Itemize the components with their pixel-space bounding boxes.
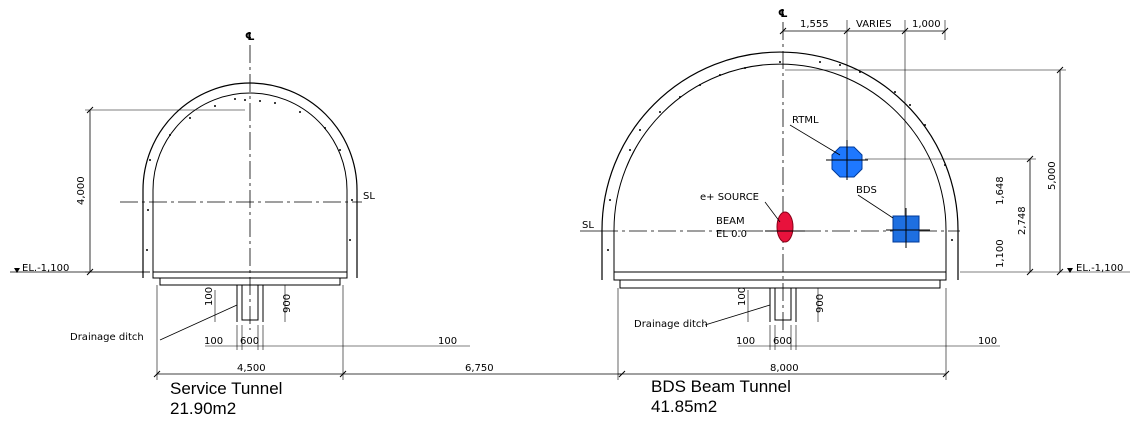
bds-caption-area: 41.85m2 [651,397,717,416]
bds-dim-varies: VARIES [856,19,892,30]
bds-width-dim: 8,000 [770,363,799,374]
bds-dim-5000: 5,000 [1047,161,1058,190]
bds-label: BDS [856,185,877,196]
spacing-dim: 6,750 [465,363,494,374]
service-centerline: ℄ [245,30,255,43]
service-drain-900: 900 [282,294,293,313]
bds-dim-1100: 1,100 [995,239,1006,268]
bds-caption-name: BDS Beam Tunnel [651,377,791,396]
bds-dim-1648: 1,648 [995,176,1006,205]
label-leaders [764,124,894,223]
bds-pipe [886,208,930,248]
bds-elevation: EL.-1,100 [1076,263,1123,274]
bds-drain-600: 600 [773,336,792,347]
bds-drain-100v: 100 [737,287,748,306]
service-drain-600: 600 [240,336,259,347]
service-elevation: EL.-1,100 [22,263,69,274]
service-caption-area: 21.90m2 [170,399,236,418]
bds-dim-1555: 1,555 [800,19,829,30]
rtml-pipe [826,140,868,180]
service-drain-100-left: 100 [204,336,223,347]
esource-label: e+ SOURCE [700,192,759,203]
beam-label: BEAM [716,216,745,227]
bds-sl-label: SL [582,220,594,231]
bds-drain-100-left: 100 [736,336,755,347]
service-drain-100v: 100 [204,287,215,306]
bds-drain-900: 900 [815,294,826,313]
service-drainage-label: Drainage ditch [70,332,144,343]
service-width-dim: 4,500 [237,363,266,374]
service-drain-100-right: 100 [438,336,457,347]
service-tunnel [10,45,470,380]
el-label: EL 0.0 [716,229,747,240]
bds-drainage-label: Drainage ditch [634,319,708,330]
bds-dim-2748: 2,748 [1017,206,1028,235]
service-height-dim: 4,000 [76,176,87,205]
rtml-label: RTML [792,115,819,126]
service-sl-label: SL [363,191,375,202]
bds-drain-100-right: 100 [978,336,997,347]
bds-centerline: ℄ [778,7,788,20]
bds-dim-1000: 1,000 [912,19,941,30]
esource-pipe [765,211,805,243]
service-caption-name: Service Tunnel [170,379,282,398]
